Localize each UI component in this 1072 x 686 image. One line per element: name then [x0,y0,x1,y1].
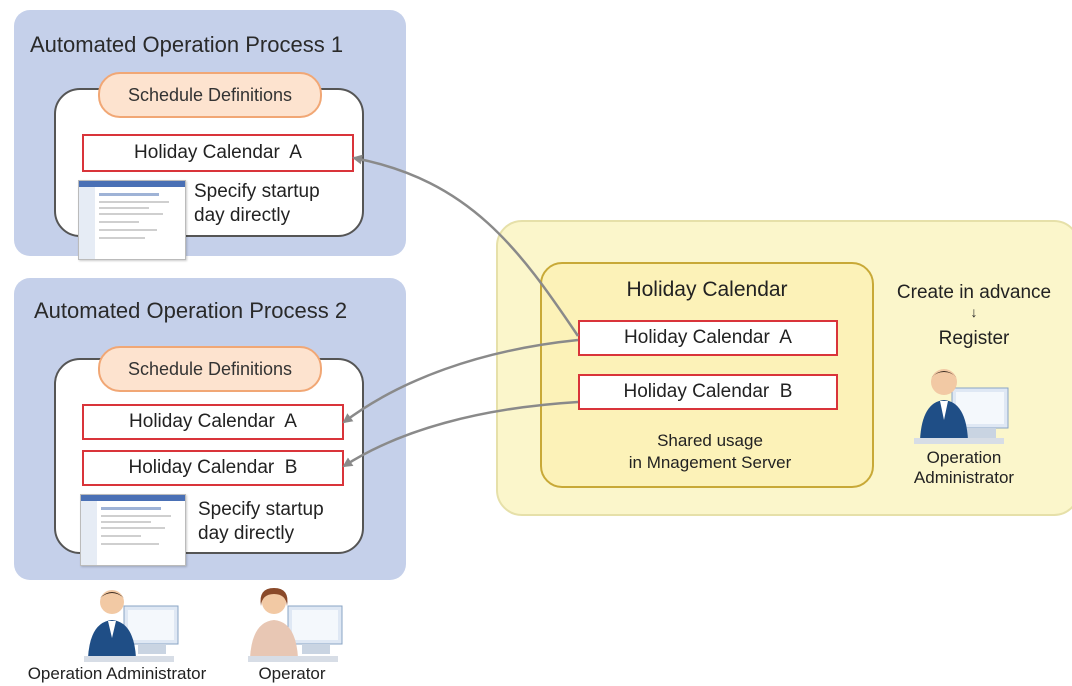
process-2-panel: Automated Operation Process 2 Schedule D… [14,278,406,580]
screen-thumbnail-1-graphic [79,181,185,259]
down-arrow-icon: ↓ [970,304,978,320]
screen-thumbnail-1 [78,180,186,260]
process-2-schedule-pill: Schedule Definitions [98,346,322,392]
arrow-to-process-2-calendar-b [342,400,579,468]
operation-administrator-icon-bottom [84,590,179,662]
process-2-note: Specify startup day directly [198,499,324,544]
operation-administrator-label: Operation Administrator [27,664,207,683]
create-in-advance-text: Create in advance [896,282,1052,303]
arrow-to-process-1-calendar-a [352,154,580,337]
process-2-calendar-a: Holiday Calendar A [82,404,344,440]
arrow-to-process-2-calendar-a [342,338,579,424]
process-1-panel: Automated Operation Process 1 Schedule D… [14,10,406,260]
screen-thumbnail-2-graphic [81,495,185,565]
shared-calendar-title: Holiday Calendar [626,278,788,301]
process-2-title: Automated Operation Process 2 [34,298,348,323]
operation-administrator-icon [914,369,1009,444]
operation-administrator-label-right: Operation Administrator [913,448,1015,487]
register-text: Register [938,328,1010,349]
process-1-schedule-pill: Schedule Definitions [98,72,322,118]
screen-thumbnail-2 [80,494,186,566]
process-1-note: Specify startup day directly [194,181,320,226]
shared-calendar-a: Holiday Calendar A [578,320,838,356]
process-1-title: Automated Operation Process 1 [30,32,344,57]
process-2-calendar-b: Holiday Calendar B [82,450,344,486]
operator-label: Operator [258,664,326,683]
process-1-calendar-a: Holiday Calendar A [82,134,354,172]
shared-usage-caption: Shared usage in Mnagement Server [628,431,792,472]
shared-calendar-b: Holiday Calendar B [578,374,838,410]
operator-icon [248,588,343,662]
